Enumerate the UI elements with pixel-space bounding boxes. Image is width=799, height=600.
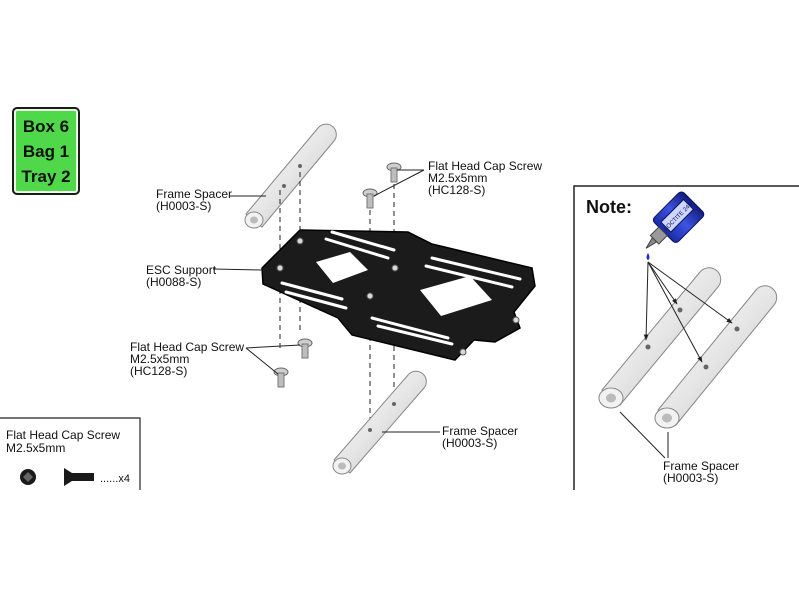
note-frame-spacer-right — [654, 285, 778, 429]
tray-number: Tray 2 — [21, 166, 71, 186]
note-label-leaders — [619, 411, 669, 459]
label-frame-spacer-bottom-code: (H0003-S) — [442, 436, 498, 450]
esc-support-plate — [261, 229, 536, 361]
screw-bottom-left — [273, 367, 289, 388]
legend-size: M2.5x5mm — [6, 441, 66, 455]
label-frame-spacer-bottom: Frame Spacer (H0003-S) — [442, 425, 518, 449]
legend-name: Flat Head Cap Screw — [6, 428, 121, 442]
note-spacer-code: (H0003-S) — [663, 471, 719, 485]
screw-top-right — [386, 162, 402, 183]
screw-side-icon — [64, 468, 94, 486]
label-esc-support-code: (H0088-S) — [146, 275, 202, 289]
label-screw-bottom-size: M2.5x5mm — [130, 352, 190, 366]
screw-top-left — [362, 188, 378, 209]
note-title: Note: — [586, 197, 632, 217]
label-screw-bottom: Flat Head Cap Screw M2.5x5mm (HC128-S) — [130, 341, 244, 377]
box-bag-tray-badge: Box 6 Bag 1 Tray 2 — [12, 107, 80, 195]
note-panel — [573, 185, 799, 490]
label-esc-support-name: ESC Support — [146, 263, 217, 277]
screw-bottom-right — [297, 338, 313, 359]
legend-title: Flat Head Cap Screw M2.5x5mm — [6, 429, 120, 455]
label-screw-top-size: M2.5x5mm — [428, 171, 488, 185]
drip-arrows — [643, 261, 733, 363]
label-screw-top: Flat Head Cap Screw M2.5x5mm (HC128-S) — [428, 160, 542, 196]
bag-number: Bag 1 — [22, 141, 70, 161]
frame-spacer-bottom — [332, 370, 427, 475]
label-frame-spacer-bottom-name: Frame Spacer — [442, 424, 519, 438]
note-spacer-name: Frame Spacer — [663, 459, 740, 473]
label-frame-spacer-top-code: (H0003-S) — [156, 199, 212, 213]
label-esc-support: ESC Support (H0088-S) — [146, 264, 216, 288]
box-number: Box 6 — [22, 116, 70, 136]
threadlocker-bottle-icon: LOCTITE 243 — [645, 191, 705, 260]
label-frame-spacer-top-name: Frame Spacer — [156, 187, 233, 201]
screw-head-icon — [20, 469, 36, 485]
legend-box — [0, 417, 141, 490]
label-frame-spacer-top: Frame Spacer (H0003-S) — [156, 188, 232, 212]
note-frame-spacer-left — [598, 267, 722, 409]
label-screw-bottom-name: Flat Head Cap Screw — [130, 340, 245, 354]
label-leaders — [212, 169, 440, 433]
label-screw-bottom-code: (HC128-S) — [130, 364, 188, 378]
frame-spacer-top — [244, 123, 337, 229]
label-screw-top-code: (HC128-S) — [428, 183, 486, 197]
note-spacer-label: Frame Spacer (H0003-S) — [663, 460, 739, 484]
legend-quantity: ......x4 — [100, 473, 130, 485]
label-screw-top-name: Flat Head Cap Screw — [428, 159, 543, 173]
